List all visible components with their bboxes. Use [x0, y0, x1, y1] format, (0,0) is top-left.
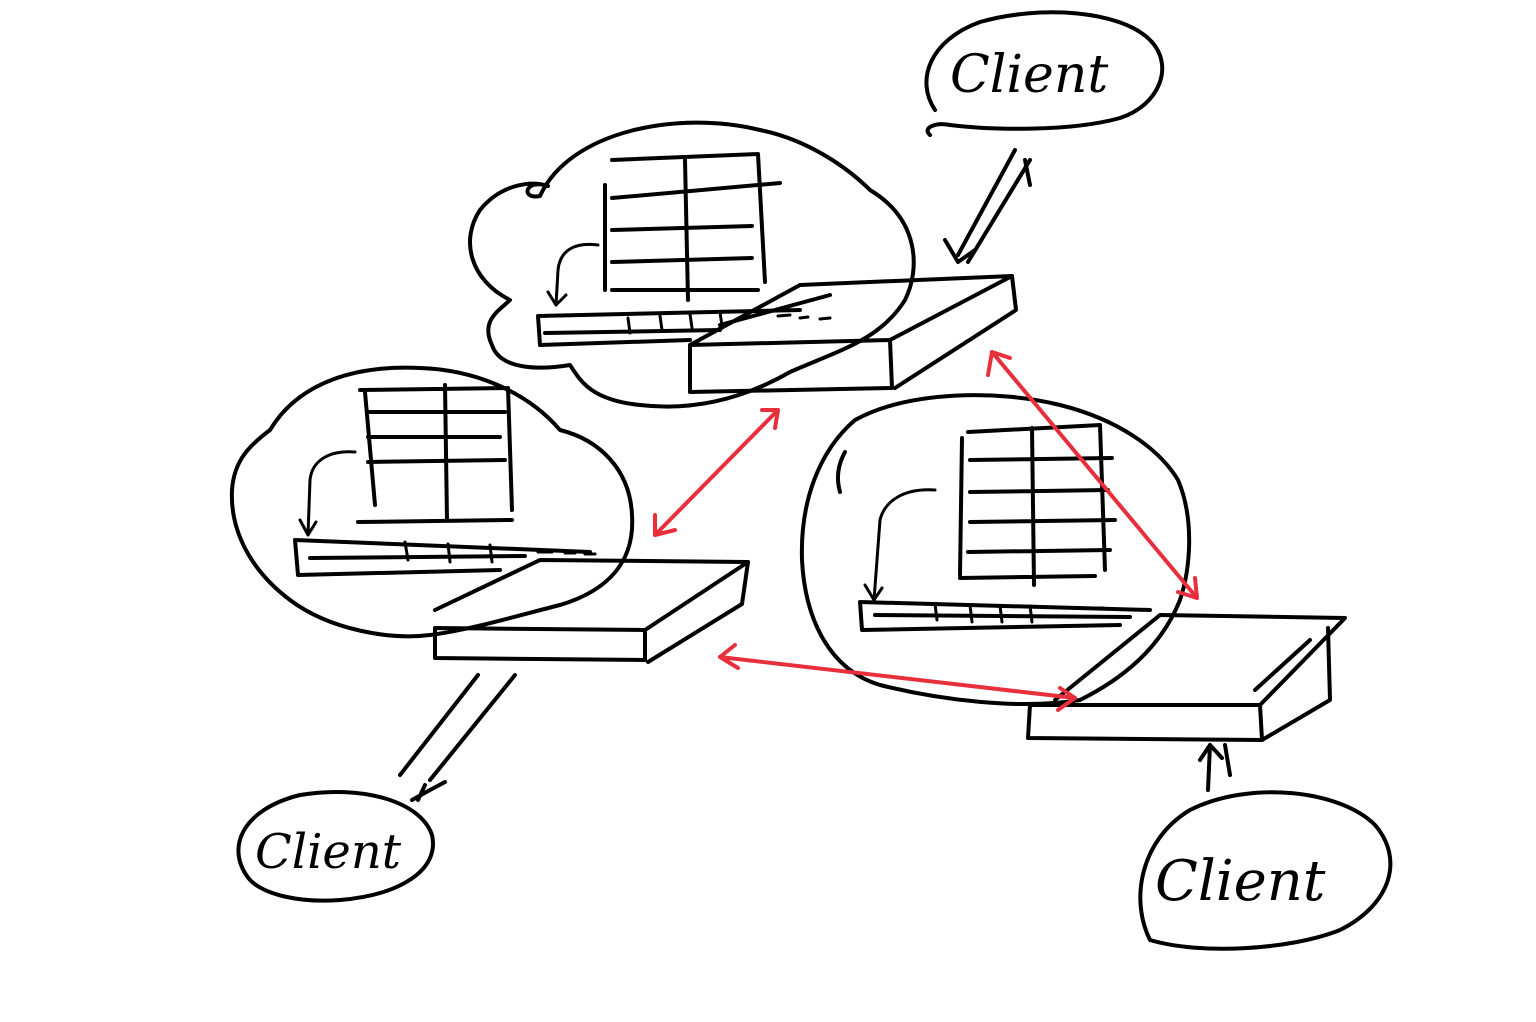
client-bottom-right-bubble	[1138, 790, 1393, 951]
replication-arrow-left-right	[718, 643, 1077, 712]
node-left-cloud	[229, 365, 635, 639]
node-right-server-box	[1026, 613, 1347, 742]
node-top-write-arrow	[546, 242, 600, 307]
node-top-cloud	[468, 120, 916, 409]
node-left-write-arrow	[298, 450, 357, 537]
node-left	[229, 365, 750, 664]
client-bottom-left: Client	[236, 790, 436, 903]
client-top-connection	[943, 148, 1032, 264]
client-bottom-right-connection	[1198, 743, 1232, 792]
node-top-storage-bar	[536, 308, 802, 347]
node-right-cloud-tail	[836, 450, 847, 494]
node-right-table-icon	[958, 423, 1117, 587]
node-left-table-icon	[356, 383, 514, 524]
node-top-table-icon	[603, 152, 782, 302]
node-left-server-box	[433, 550, 750, 664]
client-bottom-left-label: Client	[255, 824, 402, 880]
replication-arrow-top-left	[653, 408, 780, 537]
node-right-storage-bar	[858, 600, 1152, 632]
node-left-storage-bar	[293, 538, 592, 577]
node-top-server-box	[688, 274, 1018, 394]
node-right-write-arrow	[863, 488, 937, 602]
client-top-bubble	[924, 10, 1165, 137]
client-top: Client	[924, 10, 1165, 137]
client-bottom-right-label: Client	[1155, 849, 1326, 914]
node-right-cloud	[799, 393, 1192, 707]
client-bottom-right: Client	[1138, 790, 1393, 951]
client-bottom-left-bubble	[236, 790, 436, 903]
client-top-label: Client	[950, 45, 1108, 105]
client-bottom-left-connection	[398, 673, 517, 802]
node-top	[468, 120, 1018, 409]
replication-arrow-top-right	[986, 350, 1199, 600]
node-right	[799, 393, 1347, 742]
